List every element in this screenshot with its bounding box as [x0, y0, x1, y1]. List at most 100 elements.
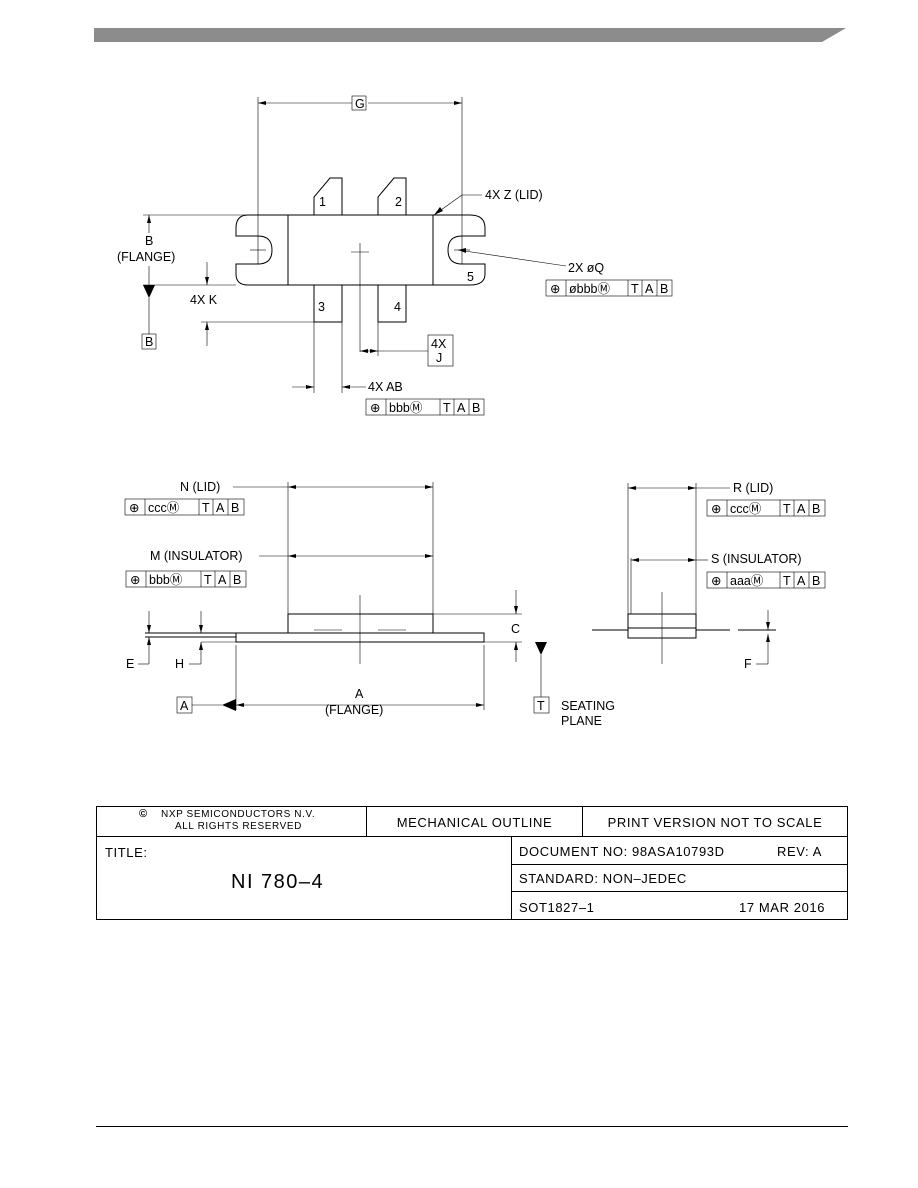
mechanical-outline-drawing: 1 2 3 4 5 G 4X Z (LID) B (FLANGE) B [117, 95, 826, 728]
dim-r-arrow-right [688, 486, 696, 490]
pin-1-label: 1 [319, 195, 326, 209]
n-fcf-datum-b: B [231, 501, 239, 515]
end-view: R (LID) ⊕ cccⓂ T A B S (INSULATOR) ⊕ a [592, 481, 826, 671]
lid-z-arrow [434, 207, 443, 215]
dim-h-arrow-top [199, 625, 203, 633]
dim-c-arrow-bottom [514, 642, 518, 650]
document-number: DOCUMENT NO: 98ASA10793D [519, 844, 725, 859]
dim-f-arrow-bottom [766, 634, 770, 642]
s-fcf: ⊕ aaaⓂ T A B [706, 571, 826, 589]
pin-5-label: 5 [467, 270, 474, 284]
n-fcf-datum-a: A [216, 501, 225, 515]
dim-g-label: G [355, 97, 365, 111]
m-fcf-datum-t: T [204, 573, 212, 587]
dim-g-box [351, 95, 367, 111]
s-fcf-datum-a: A [797, 574, 806, 588]
r-fcf-datum-a: A [797, 502, 806, 516]
hole-fcf-datum-t: T [631, 282, 639, 296]
dim-g-arrow-left [258, 101, 266, 105]
side-view: N (LID) ⊕ cccⓂ T A B M (INSULATOR) ⊕ bbb… [124, 480, 615, 728]
hole-fcf: ⊕ øbbbⓂ T A B [545, 279, 673, 297]
flange-outline [235, 214, 486, 286]
seating-plane-sub: PLANE [561, 714, 602, 728]
hole-fcf-datum-b: B [660, 282, 668, 296]
copyright-symbol: © [139, 808, 148, 820]
standard: STANDARD: NON–JEDEC [519, 871, 687, 886]
tb-divider-2 [582, 807, 583, 836]
tb-divider-3 [511, 836, 512, 919]
lead-1 [313, 177, 343, 215]
dim-k-arrow-bottom [205, 322, 209, 330]
datum-a-triangle [222, 699, 236, 711]
hole-q-callout: 2X øQ [568, 261, 604, 275]
datum-b-triangle [143, 285, 155, 298]
dim-s-arrow-right [688, 558, 696, 562]
lid-outline [287, 214, 434, 286]
flange-b-sub: (FLANGE) [117, 250, 175, 264]
m-fcf-datum-a: A [218, 573, 227, 587]
header-bar [94, 28, 846, 42]
print-version-label: PRINT VERSION NOT TO SCALE [607, 815, 823, 830]
datum-t-triangle [535, 642, 547, 655]
hole-q-arrow [458, 248, 466, 253]
dim-n-arrow-right [425, 485, 433, 489]
r-fcf-tolerance: cccⓂ [730, 502, 762, 516]
ab-fcf-symbol: ⊕ [370, 401, 380, 415]
s-fcf-tolerance: aaaⓂ [730, 574, 764, 588]
title-value: NI 780–4 [231, 871, 325, 893]
top-view: 1 2 3 4 5 G 4X Z (LID) B (FLANGE) B [117, 95, 673, 416]
flange-a-sub: (FLANGE) [325, 703, 383, 717]
tb-divider-1 [366, 807, 367, 836]
title-label: TITLE: [105, 845, 148, 860]
r-fcf-datum-b: B [812, 502, 820, 516]
r-fcf-symbol: ⊕ [711, 502, 721, 516]
s-fcf-datum-b: B [812, 574, 820, 588]
n-label: N (LID) [180, 480, 220, 494]
dim-m-arrow-right [425, 554, 433, 558]
n-fcf-symbol: ⊕ [129, 501, 139, 515]
lid-z-callout: 4X Z (LID) [485, 188, 543, 202]
dim-j-box [427, 334, 454, 367]
tb-divider-row [97, 836, 847, 837]
dim-h-arrow-bottom [199, 642, 203, 650]
flange-b-label: B [145, 234, 153, 248]
dim-s-arrow-left [631, 558, 639, 562]
dim-k-arrow-top [205, 277, 209, 285]
dim-r-arrow-left [628, 486, 636, 490]
dim-ab-arrow-left [306, 385, 314, 389]
n-fcf-datum-t: T [202, 501, 210, 515]
dim-j-label-top: 4X [431, 337, 447, 351]
tb-divider-row-3 [511, 891, 847, 892]
datum-a-label: A [180, 699, 189, 713]
s-fcf-datum-t: T [783, 574, 791, 588]
dim-ab-label: 4X AB [368, 380, 403, 394]
m-label: M (INSULATOR) [150, 549, 243, 563]
ab-fcf: ⊕ bbbⓂ T A B [365, 398, 485, 416]
datum-t-label: T [537, 699, 545, 713]
r-fcf-datum-t: T [783, 502, 791, 516]
m-fcf-tolerance: bbbⓂ [149, 573, 183, 587]
mechanical-outline-label: MECHANICAL OUTLINE [396, 815, 553, 830]
datum-t-box [533, 696, 550, 714]
dim-j-label-bottom: J [436, 351, 442, 365]
datum-b-label: B [145, 335, 153, 349]
pin-2-label: 2 [395, 195, 402, 209]
flange-a-label: A [355, 687, 364, 701]
r-fcf: ⊕ cccⓂ T A B [706, 499, 826, 517]
header-bar-shape [94, 28, 846, 42]
dim-h-label: H [175, 657, 184, 671]
ab-fcf-datum-t: T [443, 401, 451, 415]
revision: REV: A [777, 844, 823, 859]
dim-e-arrow-top [147, 625, 151, 633]
dim-f-label: F [744, 657, 752, 671]
company-name: NXP SEMICONDUCTORS N.V. [161, 809, 316, 820]
dim-b-arrow-top [147, 215, 151, 223]
release-date: 17 MAR 2016 [739, 900, 826, 915]
dim-j-arrow-right [370, 349, 378, 353]
dim-n-arrow-left [288, 485, 296, 489]
r-label: R (LID) [733, 481, 773, 495]
dim-g-arrow-right [454, 101, 462, 105]
lead-3 [313, 285, 343, 323]
n-fcf-tolerance: cccⓂ [148, 501, 180, 515]
dim-f-arrow-top [766, 622, 770, 630]
